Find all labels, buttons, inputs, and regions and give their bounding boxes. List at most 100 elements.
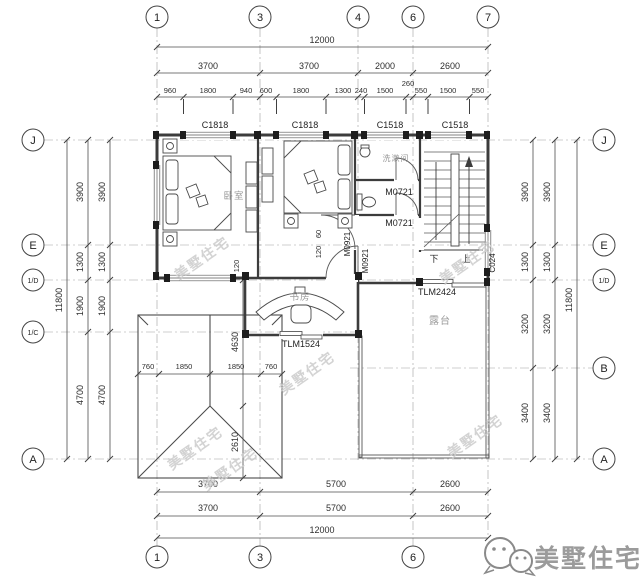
door-label-m0721: M0721 <box>385 218 413 228</box>
furniture <box>162 138 376 324</box>
door-label-m0921: M0921 <box>343 231 352 256</box>
study-desk <box>255 292 345 321</box>
dim-total-width-bottom: 12000 <box>309 525 334 535</box>
dim: 2600 <box>440 61 460 71</box>
dim-roof-upper: 4630 <box>230 332 240 352</box>
washbasin <box>359 146 371 158</box>
axis-right-B: B <box>600 363 607 375</box>
dim: 2600 <box>440 479 460 489</box>
toilet-bowl <box>362 196 376 208</box>
axis-grid-lines <box>44 28 594 546</box>
dim: 5700 <box>326 503 346 513</box>
axis-right-E: E <box>600 240 607 252</box>
axis-bubbles <box>21 5 616 569</box>
dim: 940 <box>240 86 253 95</box>
dim: 1300 <box>97 252 107 272</box>
brand-text: 美墅住宅 <box>534 544 640 573</box>
stair-up-arrow <box>465 156 473 167</box>
axis-right-1D: 1/D <box>599 278 610 285</box>
dim: 1800 <box>293 86 310 95</box>
dimension-texts: 12000 3700 3700 2000 2600 960 1800 940 6… <box>54 35 574 535</box>
dim: 3900 <box>97 182 107 202</box>
dim: 240 <box>355 86 368 95</box>
dim: 2000 <box>375 61 395 71</box>
dim: 4700 <box>97 385 107 405</box>
dim: 1900 <box>97 296 107 316</box>
dim: 3700 <box>198 503 218 513</box>
watermarks: 美墅住宅 美墅住宅 美墅住宅 美墅住宅 美墅住宅 美墅住宅 <box>164 233 506 494</box>
axis-top-7: 7 <box>485 12 491 24</box>
porch-roof <box>137 314 283 479</box>
dim: 3900 <box>75 182 85 202</box>
dim: 960 <box>164 86 177 95</box>
dim: 5700 <box>326 479 346 489</box>
dim: 1900 <box>75 296 85 316</box>
axis-top-1: 1 <box>154 12 160 24</box>
dim: 760 <box>142 362 155 371</box>
axis-top-4: 4 <box>355 12 361 24</box>
staircase <box>423 151 485 248</box>
axis-top-3: 3 <box>257 12 263 24</box>
window-label-c1818: C1818 <box>292 120 319 130</box>
study-chair <box>290 304 312 324</box>
window-label-c1818: C1818 <box>202 120 229 130</box>
dim: 3400 <box>520 403 530 423</box>
dimension-ticks <box>63 43 581 542</box>
dim: 3400 <box>542 403 552 423</box>
dim: 1850 <box>176 362 193 371</box>
dim: 2600 <box>440 503 460 513</box>
axis-top-6: 6 <box>410 12 416 24</box>
dim-total-height-left: 11800 <box>54 288 64 312</box>
dim: 3700 <box>198 61 218 71</box>
watermark-text: 美墅住宅 <box>276 348 338 398</box>
dim: 1300 <box>542 252 552 272</box>
dim: 3900 <box>542 182 552 202</box>
bed-1 <box>162 155 232 231</box>
dim: 4700 <box>75 385 85 405</box>
dim: 1300 <box>75 252 85 272</box>
axis-left-1D: 1/D <box>28 278 39 285</box>
windows <box>152 130 493 283</box>
watermark-text: 美墅住宅 <box>444 411 506 461</box>
dim: 1800 <box>200 86 217 95</box>
toilet-tank <box>356 193 363 211</box>
window-label-c1518: C1518 <box>377 120 404 130</box>
dim: 3700 <box>299 61 319 71</box>
door-label-m0921: M0921 <box>361 248 370 273</box>
window-label-c1518: C1518 <box>442 120 469 130</box>
swing-doors <box>320 157 419 279</box>
dim-total-width-top: 12000 <box>309 35 334 45</box>
dim: 1300 <box>520 252 530 272</box>
dimension-lines <box>66 46 578 539</box>
brand-logo: 美墅住宅 <box>483 537 640 577</box>
dim: 1300 <box>335 86 352 95</box>
stair-stringer <box>450 153 460 247</box>
stair-down-label: 下 <box>429 254 438 264</box>
room-labels: 卧室 书房 洗漱间 露台 下 上 <box>223 153 470 327</box>
axis-right-A: A <box>600 454 608 466</box>
wechat-icon-eyes <box>492 547 527 560</box>
room-label-terrace: 露台 <box>429 314 451 327</box>
axis-left-J: J <box>30 135 36 147</box>
dim: 3200 <box>542 314 552 334</box>
dim-offset: 120 <box>232 260 241 273</box>
room-label-bedroom: 卧室 <box>223 190 244 202</box>
dim: 1500 <box>440 86 457 95</box>
dim: 3700 <box>198 479 218 489</box>
room-label-study: 书房 <box>289 291 310 303</box>
wardrobes <box>245 147 274 233</box>
opening-labels: C1818 C1818 C1518 C1518 C024 M0721 M0721… <box>202 120 497 349</box>
axis-right-J: J <box>601 135 607 147</box>
dim-offset: 60 <box>314 230 323 238</box>
watermark-text: 美墅住宅 <box>164 423 226 473</box>
dim: 3900 <box>520 182 530 202</box>
axis-bottom-6: 6 <box>410 552 416 564</box>
dim-roof-lower: 2610 <box>230 432 240 452</box>
dim: 760 <box>265 362 278 371</box>
door-label-tlm2424: TLM2424 <box>418 287 456 297</box>
dim: 1850 <box>228 362 245 371</box>
dim: 550 <box>415 86 428 95</box>
bed-2 <box>283 140 353 214</box>
